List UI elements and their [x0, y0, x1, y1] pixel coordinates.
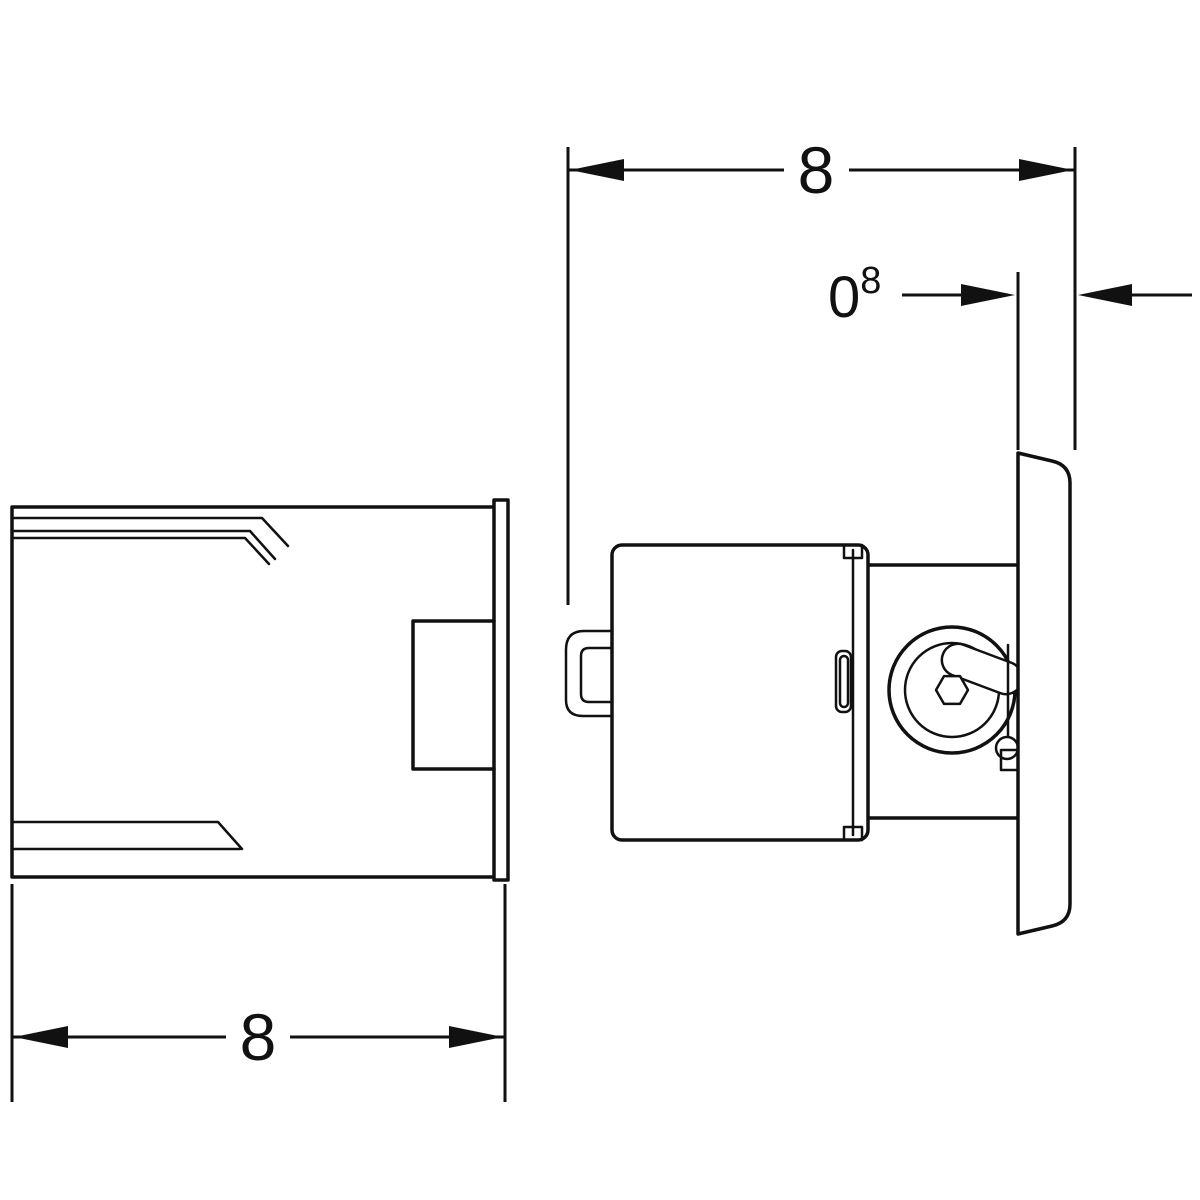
dimension-plate-thickness: 08	[828, 260, 1192, 450]
body-bottom-tab	[842, 825, 864, 842]
cover-box-cutout	[411, 619, 496, 771]
body-slot-inner	[838, 654, 850, 709]
dimension-thickness-label-sup: 8	[860, 260, 881, 302]
actuator-mechanism-view	[564, 451, 1072, 936]
dimension-thickness-arrow-left	[961, 284, 1015, 306]
cover-box-fold-line-top-3	[10, 536, 271, 566]
cover-box-mounting-flange	[492, 498, 510, 882]
dimension-bottom-arrow-right	[449, 1026, 503, 1048]
cover-box-view	[10, 498, 510, 882]
cover-box-fold-line-top-1	[10, 516, 290, 548]
dimension-top-arrow-left	[570, 159, 624, 181]
retaining-hook-outer	[564, 629, 614, 718]
cover-box-fold-line-bottom-1	[10, 820, 244, 851]
cover-box-outline	[10, 505, 496, 879]
dimension-bottom-width: 8	[10, 884, 507, 1102]
wheel-hex-nut	[934, 674, 970, 706]
dimension-top-label: 8	[798, 133, 835, 207]
dimension-bottom-arrow-left	[14, 1026, 68, 1048]
wall-plate	[1016, 451, 1072, 936]
dimension-thickness-label: 08	[828, 260, 881, 330]
retaining-hook-inner	[579, 646, 614, 704]
body-top-tab	[842, 543, 864, 560]
dimension-top-arrow-right	[1019, 159, 1073, 181]
dimension-thickness-label-main: 0	[828, 265, 860, 330]
cover-box-fold-line-top-2	[10, 529, 277, 561]
dimension-thickness-arrow-right	[1078, 284, 1132, 306]
roller-small	[994, 735, 1020, 761]
dimension-top-width: 8	[566, 133, 1077, 605]
dimension-bottom-label: 8	[240, 1000, 277, 1074]
body-slot-outer	[834, 649, 853, 714]
mechanism-body	[610, 543, 870, 842]
